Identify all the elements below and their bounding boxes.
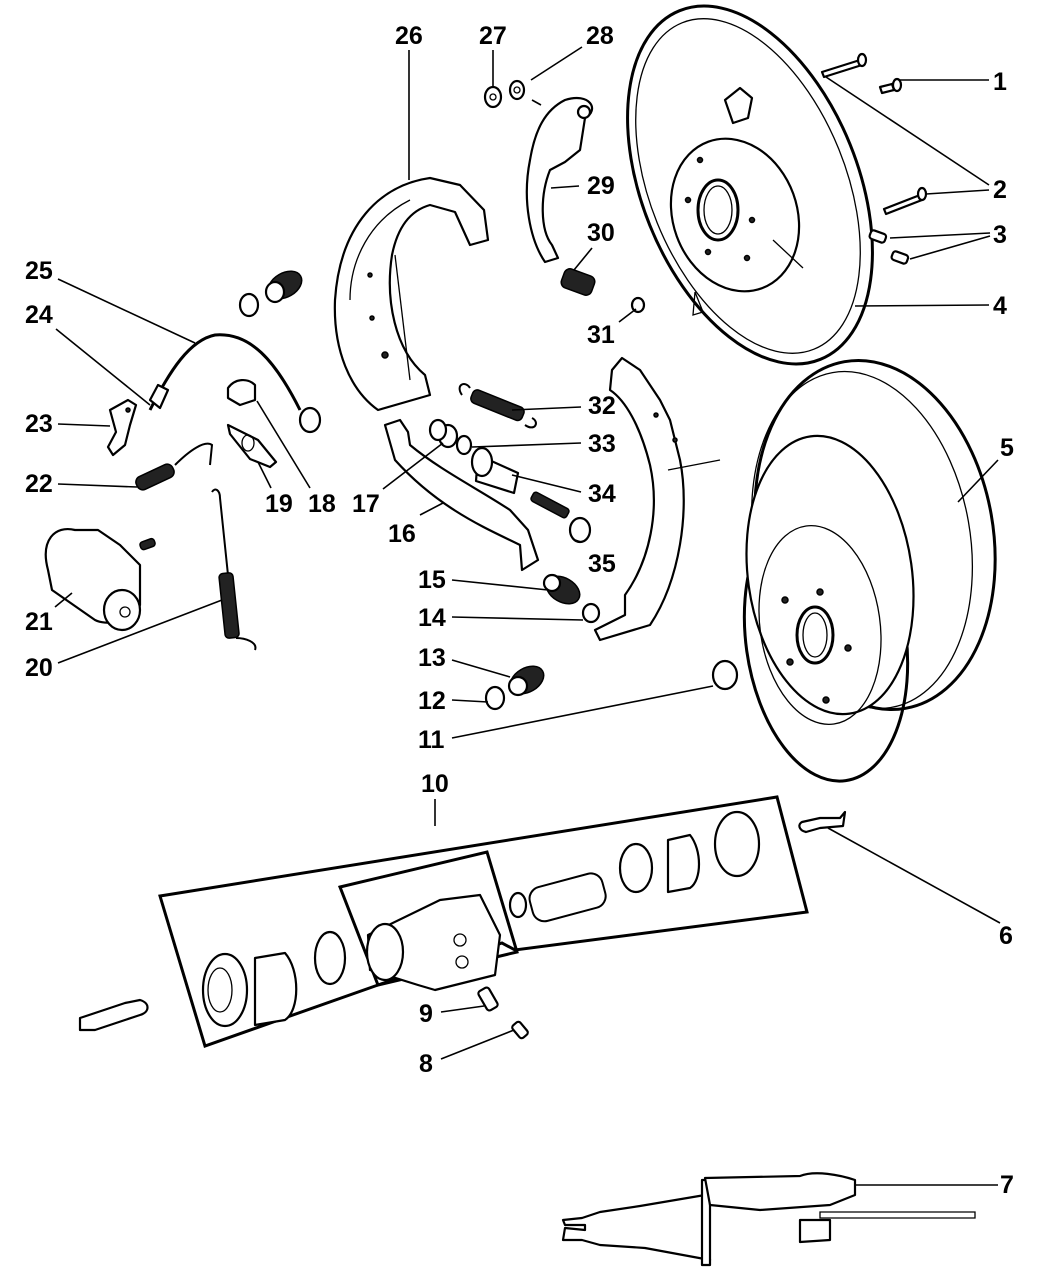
plug-part-11 <box>711 659 739 691</box>
adjuster-screw-end-part-6 <box>798 810 847 834</box>
callout-28: 28 <box>586 22 614 50</box>
callout-1: 1 <box>993 68 1007 96</box>
brake-drum-part <box>742 358 997 783</box>
callout-19: 19 <box>265 490 293 518</box>
wheel-cylinder-kit-box <box>158 795 809 1048</box>
washer-part-33 <box>455 434 473 456</box>
plugs-part-3 <box>868 229 910 265</box>
callout-6: 6 <box>999 922 1013 950</box>
callout-labels: 1 2 3 4 5 6 7 8 9 10 11 12 13 14 15 16 1… <box>25 22 1014 1199</box>
pivot-nut-part-34 <box>470 446 520 495</box>
callout-21: 21 <box>25 608 53 636</box>
callout-5: 5 <box>1000 434 1014 462</box>
callout-31: 31 <box>587 321 615 349</box>
callout-11: 11 <box>418 726 445 754</box>
kit-cup-left <box>313 930 347 986</box>
bleeder-screw-part-9 <box>477 986 499 1012</box>
callout-12: 12 <box>418 687 446 715</box>
kit-piston-right <box>666 833 701 894</box>
callout-10: 10 <box>421 770 449 798</box>
callout-27: 27 <box>479 22 507 50</box>
callout-32: 32 <box>588 392 616 420</box>
adjuster-assembly-part-7 <box>561 1172 976 1267</box>
lever-part-23 <box>106 398 138 457</box>
callout-22: 22 <box>25 470 53 498</box>
brake-shoe-secondary-part <box>593 356 721 642</box>
callout-17: 17 <box>352 490 380 518</box>
callout-26: 26 <box>395 22 423 50</box>
callout-7: 7 <box>1000 1171 1014 1199</box>
kit-cup-right <box>618 842 654 894</box>
bolt-part-1 <box>878 77 903 95</box>
mounting-bolts-part-2 <box>820 52 928 216</box>
nut-part-27 <box>483 85 503 109</box>
callout-33: 33 <box>588 430 616 458</box>
spring-part-30 <box>560 268 596 296</box>
kit-seal-large <box>201 952 249 1028</box>
hold-down-spring-upper <box>238 270 303 318</box>
adjuster-end-left <box>78 998 149 1032</box>
callout-13: 13 <box>418 644 446 672</box>
plate-part-19 <box>226 423 278 469</box>
callout-20: 20 <box>25 654 53 682</box>
callout-18: 18 <box>308 490 336 518</box>
hold-down-spring-part-13 <box>507 665 545 697</box>
callout-24: 24 <box>25 301 53 329</box>
guide-part-18 <box>226 379 257 407</box>
callout-16: 16 <box>388 520 416 548</box>
return-spring-part-20 <box>211 488 257 651</box>
adjuster-cable-part <box>148 333 322 434</box>
wheel-cylinder-body <box>365 893 502 992</box>
adjuster-screw-part-35 <box>530 491 592 544</box>
callout-23: 23 <box>25 410 53 438</box>
park-brake-lever-part <box>525 97 593 264</box>
washer-part-28 <box>508 79 526 101</box>
callout-30: 30 <box>587 219 615 247</box>
callout-34: 34 <box>588 480 616 508</box>
callout-25: 25 <box>25 257 53 285</box>
leader-lines <box>54 46 1001 1186</box>
callout-8: 8 <box>419 1050 433 1078</box>
kit-spring <box>508 872 607 923</box>
kit-seal-right <box>713 810 761 878</box>
adjuster-spring-part-22 <box>135 442 214 491</box>
wheel-cylinder-part-21 <box>44 527 156 632</box>
callout-2: 2 <box>993 176 1007 204</box>
spring-part-15 <box>542 573 581 605</box>
callout-4: 4 <box>993 292 1007 320</box>
washer-part-14 <box>581 602 601 624</box>
callout-15: 15 <box>418 566 446 594</box>
spring-part-32 <box>458 383 537 429</box>
socket-part-17 <box>428 418 459 449</box>
pin-part-8 <box>511 1020 529 1040</box>
callout-14: 14 <box>418 604 446 632</box>
callout-35: 35 <box>588 550 616 578</box>
callout-9: 9 <box>419 1000 433 1028</box>
retainer-cup-part-12 <box>484 685 506 711</box>
backing-plate-part <box>626 4 874 366</box>
nut-part-31 <box>630 296 646 314</box>
brake-shoe-primary-part <box>333 176 490 412</box>
callout-3: 3 <box>993 221 1007 249</box>
kit-piston <box>253 951 298 1027</box>
callout-29: 29 <box>587 172 615 200</box>
